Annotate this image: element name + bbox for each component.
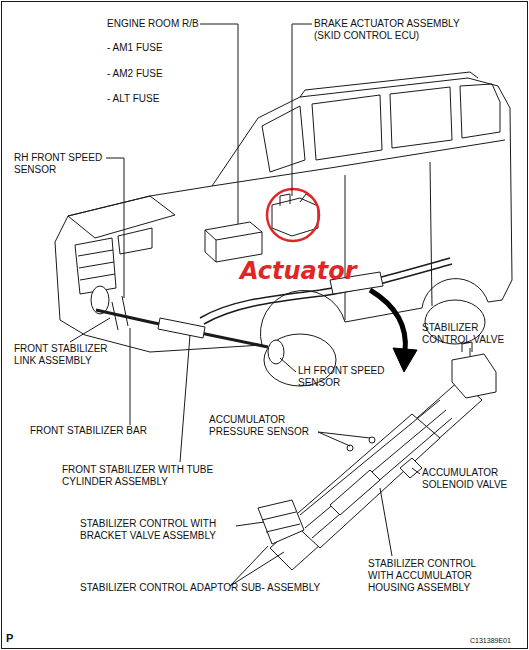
tube-cylinder bbox=[158, 318, 205, 338]
leader-line bbox=[412, 468, 420, 474]
side-window bbox=[460, 84, 500, 138]
cylinder bbox=[330, 470, 380, 515]
part-label: STABILIZER CONTROL VALVE bbox=[422, 322, 517, 346]
detail-arrow bbox=[370, 290, 405, 352]
leader-line bbox=[70, 318, 110, 342]
relay-block bbox=[205, 222, 262, 262]
part-label: ACCUMULATOR SOLENOID VALVE bbox=[422, 467, 522, 491]
leader-line bbox=[236, 522, 264, 526]
windshield bbox=[262, 106, 305, 172]
leader-line bbox=[180, 335, 190, 462]
part-label: STABILIZER CONTROL WITH ACCUMULATOR HOUS… bbox=[368, 558, 493, 594]
door-line bbox=[345, 162, 432, 320]
fuse-label: - ALT FUSE bbox=[107, 93, 207, 105]
part-label: STABILIZER CONTROL ADAPTOR SUB- ASSEMBLY bbox=[80, 582, 380, 594]
part-label: ACCUMULATOR PRESSURE SENSOR bbox=[209, 414, 319, 438]
stabilizer-link bbox=[112, 296, 128, 330]
leader-line bbox=[318, 432, 370, 446]
part-label: FRONT STABILIZER LINK ASSEMBLY bbox=[14, 343, 124, 367]
handwritten-note: Actuator bbox=[240, 258, 370, 284]
side-window bbox=[390, 87, 452, 148]
leader-line bbox=[230, 546, 284, 586]
leader-line bbox=[106, 158, 124, 298]
grille-bar bbox=[78, 250, 115, 280]
leader-line bbox=[292, 24, 312, 196]
solenoid-valve bbox=[400, 458, 422, 478]
speed-sensor bbox=[268, 340, 284, 364]
fuse-label: - AM1 FUSE bbox=[107, 42, 207, 54]
side-window bbox=[312, 95, 382, 160]
body-line bbox=[212, 140, 505, 186]
grille bbox=[75, 238, 116, 294]
leader-line bbox=[470, 348, 471, 356]
brake-actuator bbox=[272, 198, 318, 236]
fuse-label: - AM2 FUSE bbox=[107, 68, 207, 80]
leader-line bbox=[380, 488, 392, 556]
part-label: LH FRONT SPEED SENSOR bbox=[298, 365, 398, 389]
figure-code: C131389E01 bbox=[470, 636, 525, 645]
part-label: RH FRONT SPEED SENSOR bbox=[14, 152, 114, 176]
part-label: STABILIZER CONTROL WITH BRACKET VALVE AS… bbox=[80, 518, 240, 542]
stabilizer-bar bbox=[96, 310, 268, 347]
part-label: FRONT STABILIZER WITH TUBE CYLINDER ASSE… bbox=[62, 464, 222, 488]
part-label: ENGINE ROOM R/B bbox=[107, 18, 227, 30]
page-mark: P bbox=[6, 632, 26, 644]
leader-line bbox=[280, 358, 296, 372]
hood bbox=[68, 196, 175, 238]
control-valve bbox=[452, 354, 496, 398]
part-label: BRAKE ACTUATOR ASSEMBLY (SKID CONTROL EC… bbox=[314, 18, 474, 42]
leader-line bbox=[200, 24, 238, 224]
car-body bbox=[55, 78, 512, 352]
leader-line bbox=[130, 328, 131, 425]
part-label: FRONT STABILIZER BAR bbox=[30, 425, 180, 437]
red-circle bbox=[267, 189, 319, 241]
arrow-head bbox=[393, 348, 417, 372]
valve-detail bbox=[262, 512, 300, 532]
headlight bbox=[118, 228, 152, 254]
actuator-pipe bbox=[280, 194, 312, 206]
hydraulic-hose bbox=[200, 258, 450, 318]
roof-rail bbox=[300, 72, 478, 97]
bracket-valve bbox=[258, 500, 304, 544]
